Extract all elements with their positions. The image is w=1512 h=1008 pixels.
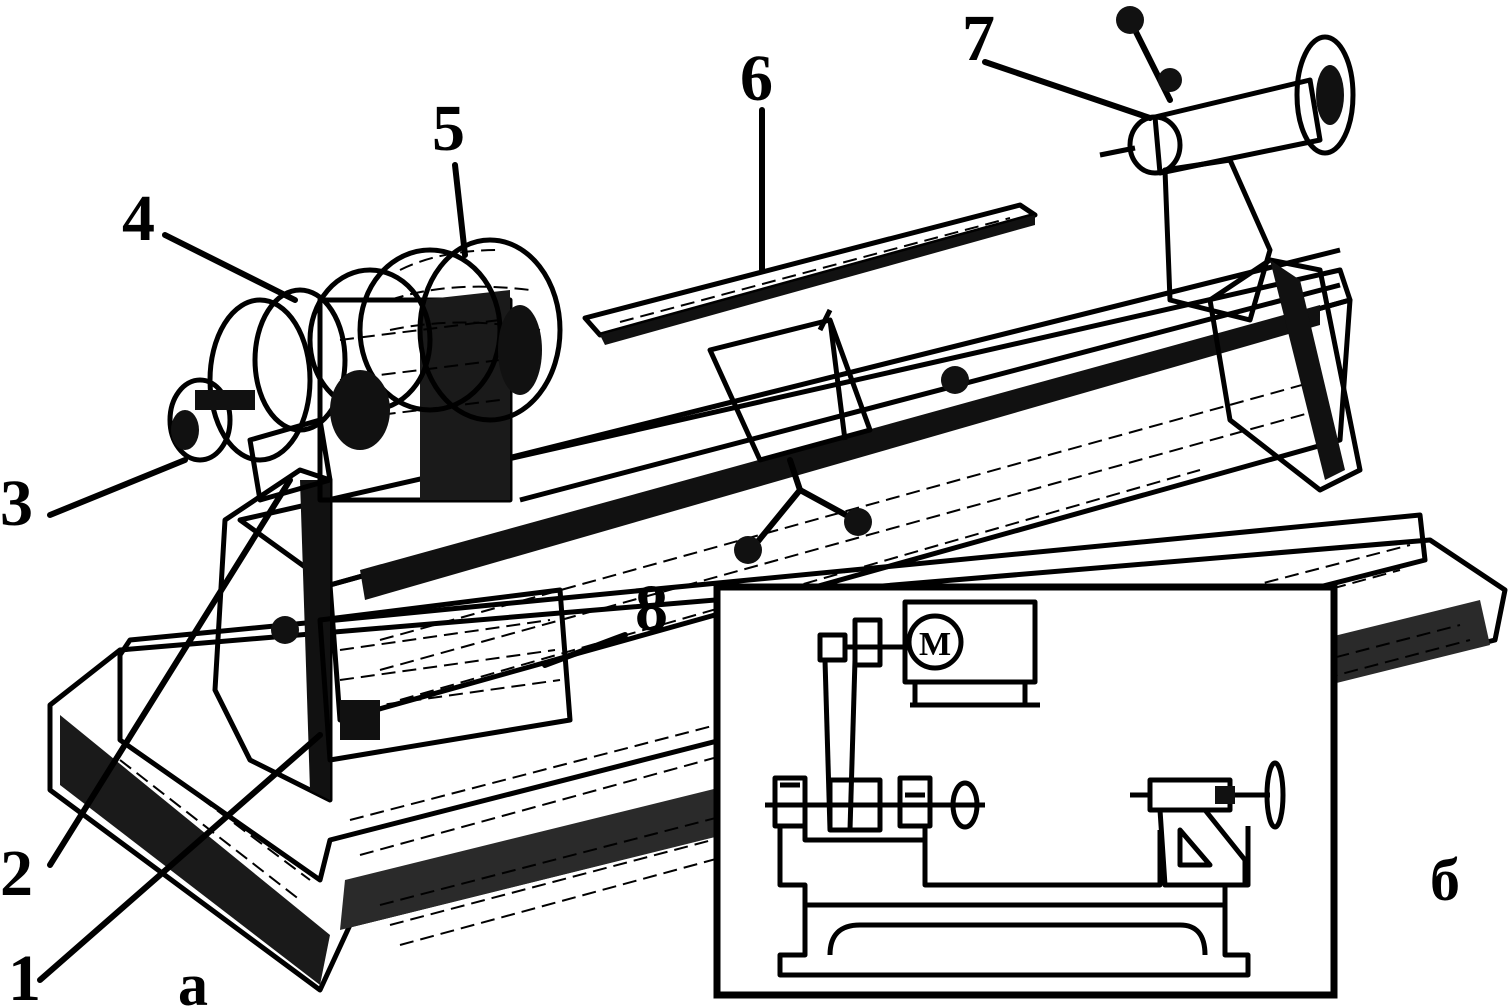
headstock	[317, 290, 513, 503]
label-7: 7	[962, 2, 995, 75]
label-5: 5	[432, 92, 465, 165]
stepped-pulley	[307, 237, 563, 423]
panel-labels: а б	[178, 847, 1460, 1008]
leader-2	[47, 477, 293, 868]
leader-8	[542, 632, 628, 668]
tool-rest	[582, 202, 1038, 564]
schematic-inset: M	[713, 583, 1338, 999]
tailstock	[1099, 6, 1363, 493]
spindle-schematic	[765, 775, 985, 833]
label-2: 2	[0, 837, 33, 910]
leader-7	[982, 59, 1153, 121]
leader-lines	[37, 59, 1153, 983]
tailstock-schematic	[1130, 760, 1286, 888]
label-8: 8	[635, 572, 668, 645]
label-3: 3	[0, 467, 33, 540]
panel-label-a: а	[178, 952, 208, 1008]
motor-unit	[317, 587, 573, 763]
motor-block: M	[817, 599, 1040, 708]
part-labels: 1 2 3 4 5 6 7 8	[0, 2, 995, 1008]
label-4: 4	[122, 182, 155, 255]
spindle-faceplate	[167, 287, 390, 463]
headstock-pedestal	[212, 417, 333, 803]
panel-label-b: б	[1430, 847, 1460, 913]
label-6: 6	[740, 42, 773, 115]
leader-4	[162, 232, 298, 303]
leader-3	[47, 457, 188, 518]
belt-right	[847, 659, 858, 831]
leader-1	[37, 732, 323, 983]
motor-symbol: M	[919, 626, 951, 663]
leader-5	[452, 162, 468, 258]
label-1: 1	[8, 942, 41, 1008]
lathe-bed	[237, 247, 1353, 723]
